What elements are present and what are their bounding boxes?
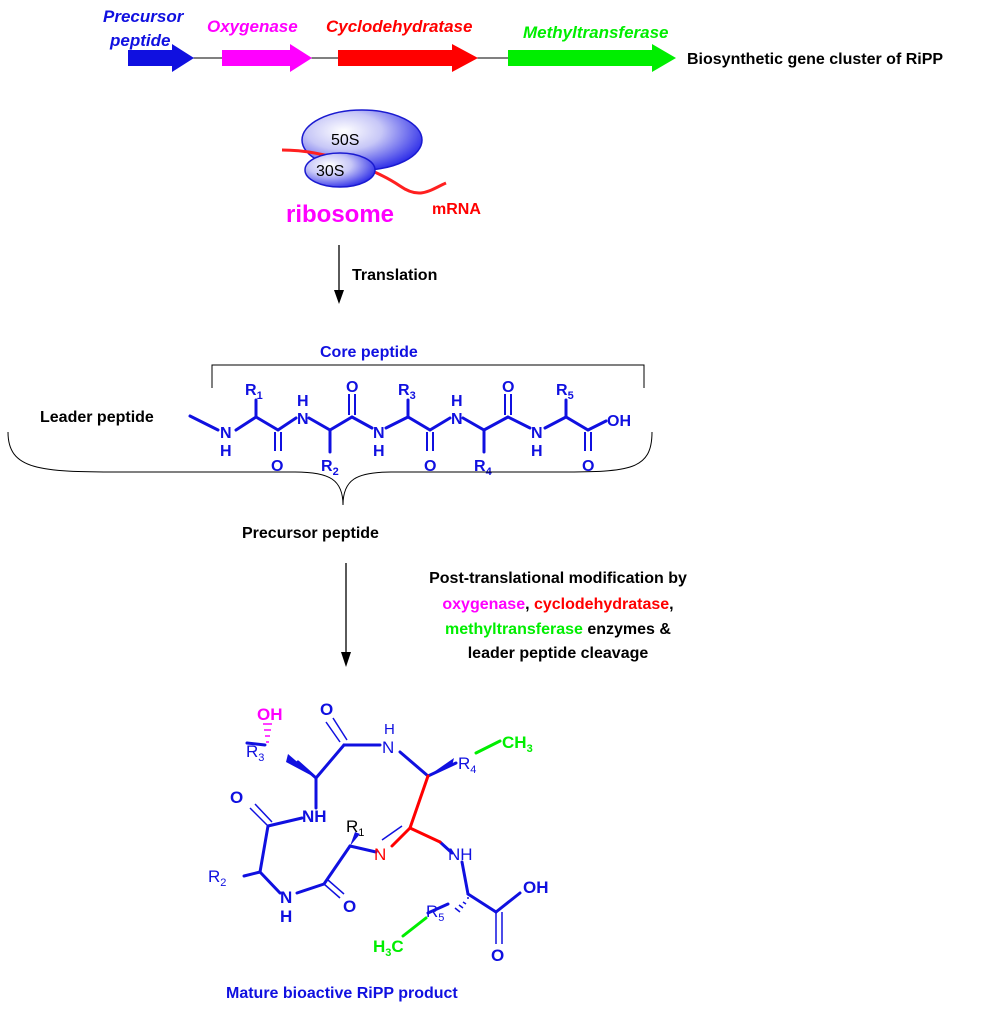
core-peptide-label: Core peptide [320, 344, 418, 361]
precursor-gene-label-line1: Precursor [103, 7, 185, 26]
product-h3c-r5: H3C [373, 937, 404, 959]
svg-text:R3: R3 [246, 742, 264, 764]
ptm-step: Post-translational modification by oxyge… [341, 563, 687, 667]
precursor-peptide: Core peptide Leader peptide [7, 344, 653, 542]
svg-text:R1: R1 [245, 382, 263, 402]
svg-text:H: H [384, 721, 395, 738]
translation-step: Translation [334, 245, 437, 304]
mature-product: OH R3 O H N R4 CH3 O NH R1 N NH R2 N H O… [208, 700, 549, 1002]
product-ch3-r4: CH3 [502, 733, 533, 755]
ribosome-small-subunit [304, 152, 376, 188]
svg-text:N: N [382, 738, 394, 757]
svg-text:O: O [271, 458, 283, 475]
svg-text:N: N [373, 425, 385, 442]
svg-text:N: N [220, 425, 232, 442]
ptm-line3: methyltransferase enzymes & [445, 621, 671, 638]
svg-text:NH: NH [448, 845, 473, 864]
svg-text:R2: R2 [321, 458, 339, 478]
svg-text:R5: R5 [556, 382, 574, 402]
svg-text:H: H [373, 443, 385, 460]
svg-text:O: O [320, 700, 333, 719]
svg-text:N: N [280, 888, 292, 907]
product-hash-oh [263, 723, 272, 743]
svg-text:N: N [531, 425, 543, 442]
svg-text:N: N [451, 411, 463, 428]
svg-text:NH: NH [302, 807, 327, 826]
core-peptide-bracket [211, 364, 645, 388]
svg-text:R3: R3 [398, 382, 416, 402]
svg-text:O: O [502, 379, 514, 396]
ribosome: 50S 30S ribosome mRNA [281, 109, 481, 228]
product-wedge-r3 [286, 754, 316, 778]
svg-text:H: H [297, 393, 309, 410]
svg-text:R4: R4 [474, 458, 493, 478]
mature-product-label: Mature bioactive RiPP product [226, 985, 458, 1002]
svg-text:O: O [424, 458, 436, 475]
svg-text:O: O [343, 897, 356, 916]
mrna-strand [281, 148, 447, 195]
product-methyl-bonds [401, 739, 502, 938]
precursor-carbonyls [274, 394, 592, 451]
gene-cluster-title: Biosynthetic gene cluster of RiPP [687, 51, 943, 68]
large-subunit-label: 50S [331, 132, 359, 149]
svg-text:H: H [451, 393, 463, 410]
precursor-backbone [188, 398, 608, 454]
cyclodehydratase-gene-label: Cyclodehydratase [326, 17, 472, 36]
svg-text:OH: OH [607, 413, 631, 430]
ribosome-label: ribosome [286, 201, 394, 228]
product-wedge-r1 [350, 832, 360, 846]
small-subunit-label: 30S [316, 163, 344, 180]
svg-text:O: O [491, 946, 504, 965]
svg-text:R4: R4 [458, 754, 476, 776]
svg-text:H: H [531, 443, 543, 460]
svg-text:H: H [220, 443, 232, 460]
translation-arrowhead [334, 290, 344, 304]
precursor-peptide-label: Precursor peptide [242, 525, 379, 542]
product-heterocycle-bonds [390, 774, 442, 848]
methyltransferase-gene-label: Methyltransferase [523, 23, 669, 42]
product-imine-n: N [374, 845, 386, 864]
ptm-line2: oxygenase, cyclodehydratase, [442, 596, 673, 613]
svg-text:R2: R2 [208, 867, 226, 889]
precursor-brace [7, 431, 653, 506]
product-wedge-r4 [428, 758, 454, 776]
svg-text:N: N [297, 411, 309, 428]
oxygenase-gene-label: Oxygenase [207, 17, 298, 36]
gene-cluster: Precursor peptide Oxygenase Cyclodehydra… [103, 7, 943, 72]
svg-text:R1: R1 [346, 817, 364, 839]
svg-text:H: H [280, 907, 292, 926]
svg-text:OH: OH [523, 878, 549, 897]
cyclodehydratase-gene-arrow [338, 44, 478, 72]
oxygenase-gene-arrow [222, 44, 312, 72]
product-hash-r5 [454, 897, 469, 913]
product-oh-magenta: OH [257, 705, 283, 724]
ptm-arrowhead [341, 652, 351, 667]
product-double-bonds [249, 717, 503, 944]
svg-text:O: O [230, 788, 243, 807]
svg-text:O: O [582, 458, 594, 475]
mrna-label: mRNA [432, 201, 481, 218]
precursor-gene-label-line2: peptide [109, 31, 170, 50]
product-atoms: OH R3 O H N R4 CH3 O NH R1 N NH R2 N H O… [208, 700, 549, 965]
methyltransferase-gene-arrow [508, 44, 676, 72]
ptm-line1: Post-translational modification by [429, 570, 687, 587]
precursor-gene-arrow [128, 44, 194, 72]
leader-peptide-label: Leader peptide [40, 409, 154, 426]
translation-label: Translation [352, 267, 437, 284]
ptm-line4: leader peptide cleavage [468, 645, 649, 662]
svg-text:R5: R5 [426, 902, 444, 924]
svg-text:O: O [346, 379, 358, 396]
